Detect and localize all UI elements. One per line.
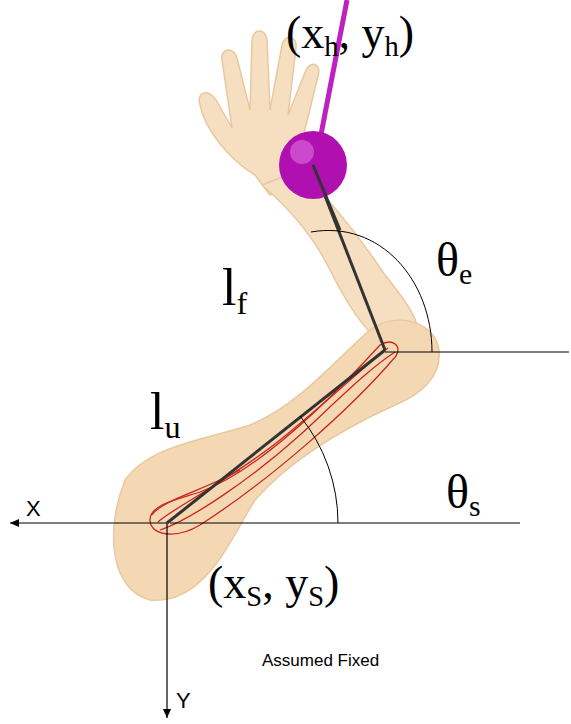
angle-label: θ	[436, 233, 459, 286]
forearm-segment	[313, 165, 385, 350]
angle-arc	[300, 416, 338, 523]
subscript: f	[236, 285, 247, 321]
hand-coordinate: , y	[339, 7, 385, 58]
shoulder-coordinate: )	[324, 557, 339, 608]
shoulder-coordinate: , y	[262, 557, 308, 608]
shoulder-coordinate: (x	[208, 557, 246, 608]
axis-label-group: Y	[176, 690, 191, 712]
ball-highlight	[290, 140, 314, 164]
forearm-segment	[313, 165, 340, 230]
segment-length: l	[150, 383, 164, 440]
subscript: s	[469, 489, 481, 522]
angle-label-group: θs	[446, 468, 481, 521]
shoulder-coordinate-group: (xS, yS)	[208, 560, 339, 612]
hand-coordinate: (x	[286, 7, 324, 58]
subscript: h	[385, 31, 399, 62]
subscript: h	[324, 31, 338, 62]
hand-coordinate-group: (xh, yh)	[286, 10, 414, 62]
muscle-outline	[150, 342, 398, 534]
hand-coordinate: )	[399, 7, 414, 58]
y-axis	[166, 523, 167, 718]
subscript: S	[246, 581, 262, 612]
subscript: S	[308, 581, 324, 612]
subscript: e	[459, 257, 472, 290]
segment-length-group: lf	[222, 262, 247, 319]
forearm-shape	[262, 170, 420, 340]
x-axis	[10, 522, 167, 523]
upper-arm-segment	[167, 350, 385, 523]
angle-label-group: θe	[436, 236, 472, 289]
segment-length-group: lu	[150, 386, 181, 443]
axis-label: Y	[176, 688, 191, 713]
angle-label: θ	[446, 465, 469, 518]
reference-line	[385, 352, 569, 353]
axis-label-group: X	[26, 498, 41, 520]
note-group: Assumed Fixed	[262, 652, 379, 669]
note: Assumed Fixed	[262, 651, 379, 670]
segment-length: l	[222, 259, 236, 316]
axis-label: X	[26, 496, 41, 521]
angle-arc	[311, 230, 432, 352]
reference-line	[170, 523, 520, 524]
subscript: u	[164, 409, 180, 445]
